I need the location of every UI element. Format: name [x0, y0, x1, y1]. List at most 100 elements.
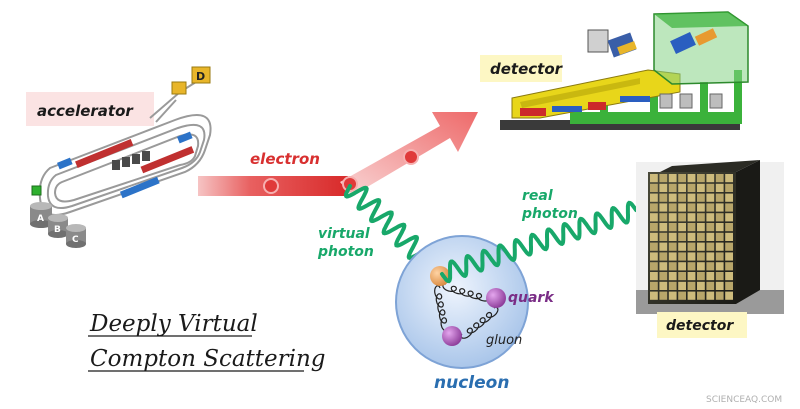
hall-d-label: D	[196, 70, 205, 83]
linac-south-red	[140, 146, 195, 174]
calorimeter-crystal	[678, 242, 686, 251]
calorimeter-crystal	[678, 213, 686, 222]
central-blocks	[112, 151, 150, 170]
calorimeter-crystal	[706, 252, 715, 261]
calorimeter-crystal	[725, 262, 733, 271]
detector-top-label-box	[480, 55, 562, 82]
calorimeter-crystal	[697, 291, 705, 300]
calorimeter-crystal	[678, 223, 686, 232]
calorimeter-crystal	[706, 213, 715, 222]
calorimeter-crystal	[706, 272, 715, 281]
linac-blue	[119, 176, 160, 199]
calorimeter-crystal	[697, 174, 705, 183]
calorimeter-crystal	[687, 223, 696, 232]
quark-purple-1	[486, 288, 506, 308]
svg-text:A: A	[37, 214, 44, 224]
detector-bottom-label-box	[657, 312, 747, 338]
calorimeter-crystal	[668, 183, 677, 192]
calorimeter-crystal	[706, 242, 715, 251]
calorimeter-crystal	[668, 232, 677, 241]
calorimeter-crystal	[659, 183, 668, 192]
calorimeter-crystal	[678, 262, 686, 271]
calorimeter-crystal	[650, 291, 658, 300]
quark-purple-2	[442, 326, 462, 346]
calorimeter-crystal	[715, 232, 724, 241]
hall-b: B	[48, 214, 68, 238]
accelerator-label: accelerator	[37, 102, 134, 120]
calorimeter-crystal	[650, 193, 658, 202]
calorimeter-crystal	[659, 252, 668, 261]
virtual-photon-label-line1: virtual	[318, 226, 370, 242]
gluon-line-2	[434, 285, 449, 332]
calorimeter-crystal	[650, 281, 658, 290]
calorimeter-crystal	[678, 203, 686, 212]
calorimeter-crystal	[687, 242, 696, 251]
title-block: Deeply Virtual Compton Scattering	[88, 311, 326, 372]
calorimeter-crystal	[659, 272, 668, 281]
calorimeter-crystal	[697, 213, 705, 222]
quark-orange	[430, 266, 450, 286]
real-photon-wave	[440, 200, 638, 284]
accelerator-illustration: accelerator D	[26, 66, 212, 248]
calorimeter-crystal	[678, 281, 686, 290]
calorimeter-crystal	[725, 183, 733, 192]
calorimeter-crystal	[706, 281, 715, 290]
svg-text:B: B	[54, 225, 61, 235]
calorimeter-crystal	[687, 272, 696, 281]
calorimeter-crystal	[668, 193, 677, 202]
real-photon: real photon	[440, 188, 638, 284]
calorimeter-crystal	[659, 193, 668, 202]
calorimeter-crystal	[659, 281, 668, 290]
quark-label: quark	[508, 290, 555, 306]
calorimeter-crystal	[659, 291, 668, 300]
calorimeter-crystal	[659, 242, 668, 251]
calorimeter-crystal	[725, 252, 733, 261]
detector-top-label: detector	[490, 60, 564, 78]
calorimeter-crystal	[650, 213, 658, 222]
calorimeter-crystal	[687, 291, 696, 300]
calorimeter-crystal	[725, 291, 733, 300]
virtual-photon-label-line2: photon	[317, 244, 374, 260]
watermark: SCIENCEAQ.COM	[706, 395, 782, 405]
gluon-line-1	[442, 283, 491, 302]
calorimeter-crystal	[715, 272, 724, 281]
gluon-label: gluon	[486, 333, 522, 348]
calorimeter-crystal	[687, 183, 696, 192]
calorimeter-crystal	[697, 262, 705, 271]
calorimeter-detector: detector	[636, 160, 784, 338]
calorimeter-crystal	[668, 281, 677, 290]
calorimeter-crystal	[687, 252, 696, 261]
calorimeter-crystal	[697, 252, 705, 261]
detector-bottom-label: detector	[666, 318, 734, 334]
experimental-halls: A B C	[30, 202, 86, 248]
spectrometer-detector: detector	[480, 11, 749, 130]
calorimeter-crystal	[715, 183, 724, 192]
calorimeter-crystal	[725, 242, 733, 251]
calorimeter-crystal	[687, 193, 696, 202]
calorimeter-crystal	[697, 281, 705, 290]
calorimeter-crystal	[697, 272, 705, 281]
calorimeter-crystal	[650, 252, 658, 261]
calorimeter-crystal	[678, 183, 686, 192]
calorimeter-crystal	[706, 232, 715, 241]
calorimeter-crystal	[687, 262, 696, 271]
calorimeter-crystal	[650, 223, 658, 232]
calorimeter-crystal	[650, 232, 658, 241]
calorimeter-crystal	[697, 242, 705, 251]
calorimeter-crystal	[706, 203, 715, 212]
calorimeter-crystal	[650, 262, 658, 271]
nucleon-label: nucleon	[434, 373, 509, 393]
calorimeter-crystal	[715, 281, 724, 290]
nucleon: quark gluon nucleon	[395, 235, 555, 393]
calorimeter-crystal	[650, 183, 658, 192]
calorimeter-crystal	[725, 203, 733, 212]
calorimeter-crystal	[687, 281, 696, 290]
calorimeter-crystal	[706, 174, 715, 183]
calorimeter-crystal	[706, 291, 715, 300]
calorimeter-crystal	[715, 193, 724, 202]
calorimeter-crystal	[725, 213, 733, 222]
calorimeter-crystal	[668, 242, 677, 251]
linac-north	[75, 138, 134, 168]
